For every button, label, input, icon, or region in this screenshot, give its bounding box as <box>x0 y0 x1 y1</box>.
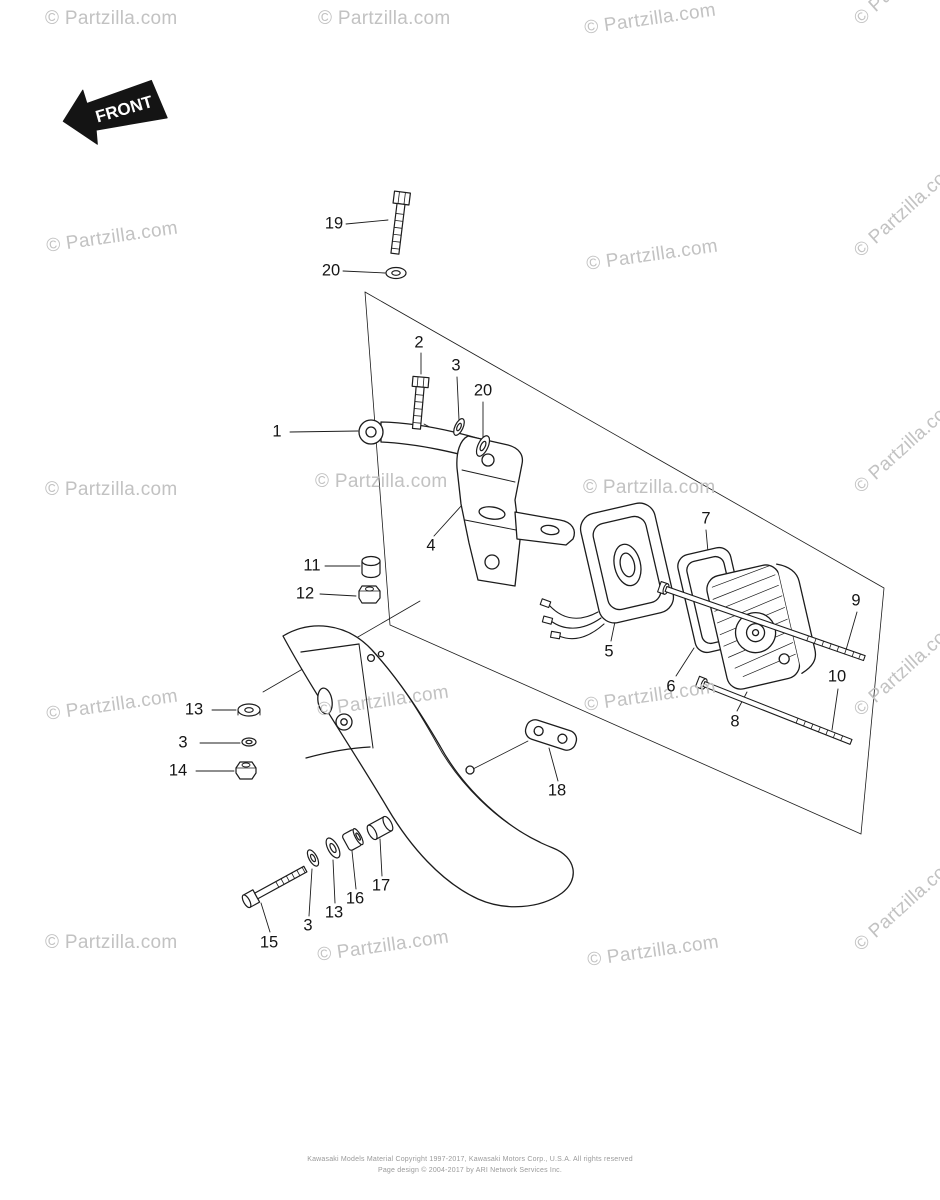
callout-15: 15 <box>259 933 279 952</box>
spacer-11 <box>361 555 381 579</box>
copyright-line-1: Kawasaki Models Material Copyright 1997-… <box>307 1155 633 1163</box>
bracket-4 <box>456 435 575 587</box>
bolt-9 <box>657 580 866 662</box>
spacer-17 <box>366 815 394 841</box>
washer-13-bottom <box>325 837 341 859</box>
callout-3: 3 <box>178 733 188 752</box>
callout-11: 11 <box>303 556 321 575</box>
washer-3-bottom <box>306 849 320 867</box>
washer-20-mid <box>475 435 491 457</box>
callout-9: 9 <box>851 591 861 610</box>
copyright-line-2: Page design © 2004-2017 by ARI Network S… <box>377 1166 563 1174</box>
callout-13: 13 <box>184 700 204 719</box>
washer-3-left <box>241 737 257 747</box>
callout-8: 8 <box>730 712 740 731</box>
callout-20: 20 <box>321 261 341 280</box>
washer-13-left <box>237 703 261 717</box>
bolt-15 <box>241 865 308 909</box>
callout-7: 7 <box>701 509 711 528</box>
front-arrow-icon: FRONT <box>62 79 168 145</box>
bolt-10 <box>694 675 853 745</box>
leader-lines <box>195 219 858 933</box>
wire-leads <box>539 598 605 640</box>
bracket-18 <box>524 719 578 751</box>
callout-19: 19 <box>324 214 344 233</box>
washer-20-top <box>385 266 407 280</box>
callout-2: 2 <box>414 333 424 352</box>
copyright-footer: Kawasaki Models Material Copyright 1997-… <box>0 1154 940 1176</box>
callout-6: 6 <box>666 677 676 696</box>
callout-10: 10 <box>827 667 847 686</box>
nut-14 <box>235 761 257 780</box>
rear-fender <box>282 625 574 908</box>
nut-16 <box>342 828 364 851</box>
callout-3: 3 <box>303 916 313 935</box>
callout-4: 4 <box>426 536 436 555</box>
washer-3-top <box>453 418 465 436</box>
callout-17: 17 <box>371 876 391 895</box>
callout-1: 1 <box>272 422 282 441</box>
callout-16: 16 <box>345 889 365 908</box>
callout-14: 14 <box>168 761 188 780</box>
taillight-base-5 <box>579 502 675 624</box>
bolt-19 <box>390 190 412 255</box>
callout-5: 5 <box>604 642 614 661</box>
bolt-2 <box>411 375 430 430</box>
callout-3: 3 <box>451 356 461 375</box>
callout-12: 12 <box>295 584 315 603</box>
callout-20: 20 <box>473 381 493 400</box>
callout-13: 13 <box>324 903 344 922</box>
nut-12 <box>358 585 381 604</box>
callout-18: 18 <box>547 781 567 800</box>
